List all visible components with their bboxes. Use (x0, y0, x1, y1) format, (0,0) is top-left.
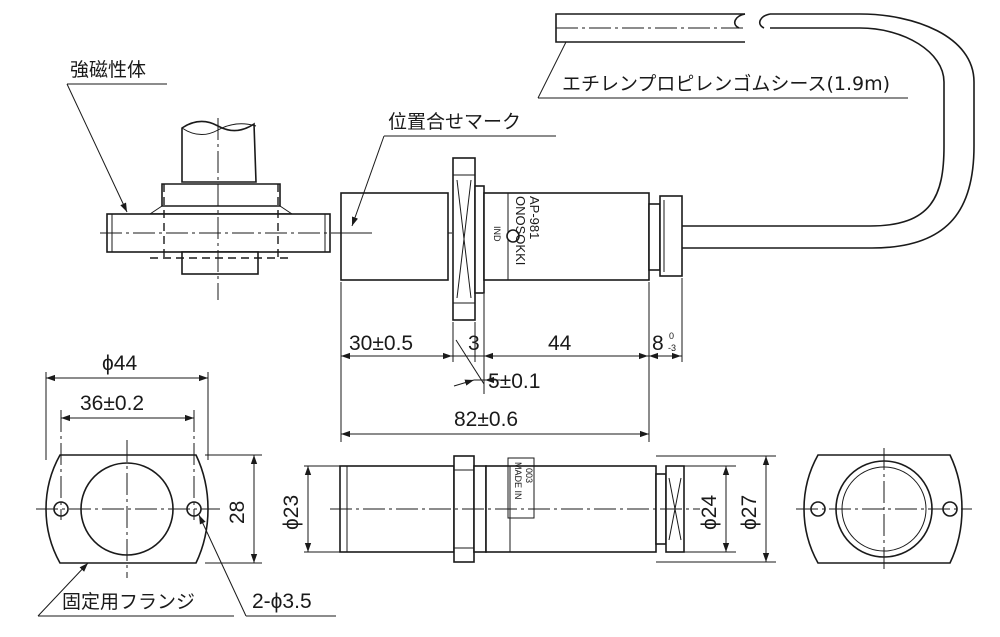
washer (474, 185, 485, 294)
dim-phi23-text: ϕ23 (280, 495, 303, 530)
made-in-marking: MADE IN (513, 462, 523, 500)
cable (555, 13, 975, 249)
dim-82-text: 82±0.6 (454, 408, 518, 431)
dim-phi24-text: ϕ24 (698, 495, 721, 530)
dim-5-text: 5±0.1 (488, 370, 540, 393)
made-in-label-box (507, 457, 535, 519)
serial-marking: 003 (524, 468, 534, 483)
flange-rear-view (796, 448, 972, 572)
sensor-top-view (304, 455, 776, 563)
connector-nut (659, 195, 683, 277)
holes-leader (198, 514, 247, 617)
dim-44-text: 44 (548, 332, 572, 355)
model-marking: AP-981 (527, 196, 542, 239)
hub-chamfer-right (279, 205, 293, 215)
sensor-front-cylinder (340, 192, 449, 281)
flange-leader (37, 562, 89, 617)
holes-label: 2-ϕ3.5 (252, 590, 312, 613)
cable-break-right (758, 13, 771, 29)
dim-8-tol-lower: -3 (668, 343, 676, 353)
alignment-mark-label: 位置合せマーク (388, 111, 521, 133)
cable-leader (537, 41, 567, 99)
dim-28-text: 28 (226, 501, 249, 524)
fixing-flange-label: 固定用フランジ (62, 591, 195, 613)
cable-inner-edge (682, 13, 975, 249)
dim-5-arrow-a (453, 379, 475, 387)
dim-phi27-text: ϕ27 (738, 495, 761, 530)
nut-cross-b (456, 179, 472, 299)
hub (161, 183, 281, 207)
ferromagnetic-leader (66, 83, 128, 213)
ind-led (506, 229, 520, 243)
cable-outer-edge (682, 27, 945, 227)
dim-5-leader (455, 339, 485, 385)
ind-marking: IND (492, 226, 502, 242)
ferromagnetic-label: 強磁性体 (70, 59, 146, 81)
dim-phi44-text: ϕ44 (102, 352, 137, 375)
dim-8-tol-upper: 0 (669, 331, 674, 341)
alignment-leader (351, 135, 385, 227)
lower-hub (181, 251, 259, 275)
dim-8-text: 8 (652, 332, 664, 355)
hub-chamfer-left (149, 205, 163, 215)
brand-marking: ONOSOKKI (513, 196, 528, 265)
dim-3-text: 3 (468, 332, 480, 355)
connector-ring (648, 203, 661, 271)
top-dimensions (340, 278, 683, 442)
flange-front-view (36, 372, 336, 617)
sensor-side-view (340, 157, 683, 321)
ferromagnetic-target (106, 118, 331, 300)
shaft (181, 120, 257, 183)
cable-break-left (733, 13, 746, 29)
sensor-body (483, 192, 650, 281)
cable-label: エチレンプロピレンゴムシース(1.9m) (562, 73, 890, 95)
dim-30-text: 30±0.5 (349, 332, 413, 355)
dim-36-text: 36±0.2 (80, 392, 144, 415)
